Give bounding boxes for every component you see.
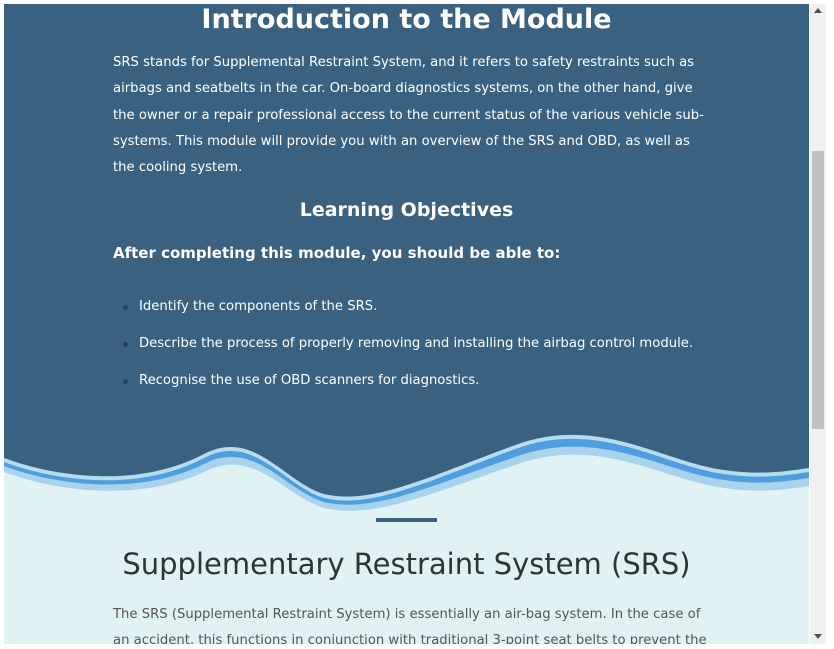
bullet-icon xyxy=(123,305,128,310)
intro-section: Introduction to the Module SRS stands fo… xyxy=(4,4,809,504)
bullet-icon xyxy=(123,342,128,347)
srs-title: Supplementary Restraint System (SRS) xyxy=(122,547,691,581)
bullet-icon xyxy=(123,379,128,384)
scrollbar-thumb[interactable] xyxy=(812,151,824,429)
wave-divider xyxy=(4,434,809,524)
objective-text: Identify the components of the SRS. xyxy=(139,299,378,314)
learning-objectives-subheading: After completing this module, you should… xyxy=(113,244,561,262)
objective-text: Recognise the use of OBD scanners for di… xyxy=(139,373,480,388)
section-divider xyxy=(376,518,437,522)
objective-item: Recognise the use of OBD scanners for di… xyxy=(113,372,693,390)
page-viewport: Introduction to the Module SRS stands fo… xyxy=(4,4,809,644)
srs-paragraph: The SRS (Supplemental Restraint System) … xyxy=(113,607,707,644)
objective-text: Describe the process of properly removin… xyxy=(139,336,694,351)
objectives-list: Identify the components of the SRS. Desc… xyxy=(113,298,693,409)
vertical-scrollbar[interactable] xyxy=(810,4,826,644)
scroll-up-icon[interactable] xyxy=(814,8,822,13)
intro-paragraph: SRS stands for Supplemental Restraint Sy… xyxy=(113,55,704,176)
objective-item: Identify the components of the SRS. xyxy=(113,298,693,316)
intro-title: Introduction to the Module xyxy=(201,4,612,35)
scroll-down-icon[interactable] xyxy=(814,634,822,639)
objective-item: Describe the process of properly removin… xyxy=(113,335,693,353)
learning-objectives-heading: Learning Objectives xyxy=(299,199,514,221)
